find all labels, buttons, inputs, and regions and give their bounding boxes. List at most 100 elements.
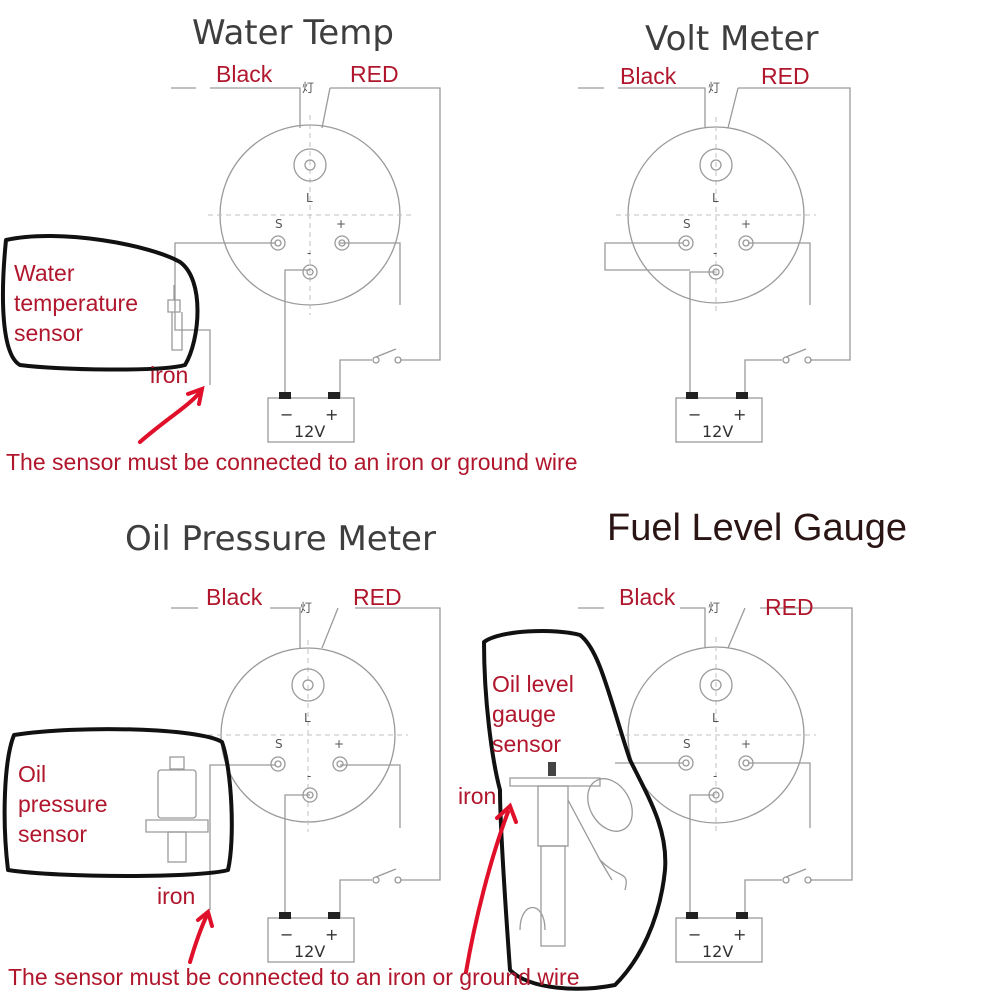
terminal-minus	[302, 264, 318, 280]
terminal-plus	[334, 235, 350, 251]
terminal-minus-label: -	[713, 769, 717, 783]
terminal-s-label: S	[275, 217, 283, 231]
switch-contact	[782, 876, 790, 884]
arrow-icon	[188, 913, 209, 964]
battery-plus: +	[325, 925, 338, 944]
terminal-minus	[708, 787, 724, 803]
terminal-minus-label: -	[307, 769, 311, 783]
iron-label: iron	[150, 362, 188, 388]
sensor-outline	[482, 628, 668, 991]
terminal-l-label: L	[712, 711, 719, 725]
switch-contact	[804, 356, 812, 364]
terminal-plus	[332, 756, 348, 772]
panel-volt-meter: S + - L 灯 − + 12V Black RED	[578, 63, 851, 443]
battery	[675, 917, 763, 963]
red-wire-label: RED	[353, 584, 402, 610]
battery	[267, 917, 355, 963]
title-fuel-level: Fuel Level Gauge	[607, 507, 907, 549]
battery-plus: +	[733, 925, 746, 944]
red-wire-label: RED	[350, 61, 399, 87]
oil-pressure-sensor-icon	[145, 756, 209, 863]
lamp-label: 灯	[300, 601, 312, 615]
water-sensor-label: temperature	[14, 290, 138, 316]
fuel-sensor-label: gauge	[492, 701, 556, 727]
terminal-minus	[302, 787, 318, 803]
fuel-sensor-label: sensor	[492, 731, 561, 757]
switch-contact	[394, 876, 402, 884]
red-wire-label: RED	[761, 63, 810, 89]
oil-sensor-label: Oil	[18, 761, 46, 787]
terminal-plus	[738, 235, 754, 251]
lamp-label: 灯	[302, 81, 314, 95]
black-wire-label: Black	[216, 61, 273, 87]
switch-contact	[782, 356, 790, 364]
black-wire-label: Black	[619, 584, 676, 610]
terminal-minus-label: -	[307, 246, 311, 260]
switch-contact	[372, 876, 380, 884]
battery-label: 12V	[294, 422, 325, 441]
fuel-sensor-label: Oil level	[492, 671, 574, 697]
iron-label: iron	[157, 883, 195, 909]
lamp-label: 灯	[708, 81, 720, 95]
terminal-plus-label: +	[741, 217, 751, 231]
sensor-outline	[0, 233, 200, 372]
terminal-s	[270, 235, 286, 251]
arrow-icon	[138, 390, 202, 444]
lamp-socket	[293, 148, 327, 182]
title-water-temp: Water Temp	[192, 13, 394, 53]
oil-sensor-label: pressure	[18, 791, 107, 817]
black-wire-label: Black	[206, 584, 263, 610]
terminal-plus-label: +	[336, 217, 346, 231]
arrow-head-icon	[186, 385, 205, 406]
switch-contact	[372, 356, 380, 364]
iron-label: iron	[458, 783, 496, 809]
arrow-icon	[464, 810, 510, 974]
title-volt-meter: Volt Meter	[645, 19, 819, 59]
ground-note: The sensor must be connected to an iron …	[8, 964, 580, 990]
fuel-level-sender-icon	[509, 762, 633, 947]
switch-contact	[394, 356, 402, 364]
battery-minus: −	[280, 925, 293, 944]
terminal-s	[270, 756, 286, 772]
water-sensor-icon	[167, 285, 183, 351]
switch-contact	[804, 876, 812, 884]
lamp-label: 灯	[708, 601, 720, 615]
lamp-socket	[291, 668, 325, 702]
panel-fuel-level: S + - L 灯 − + 12V Oil level gauge sensor…	[458, 584, 853, 991]
battery	[267, 397, 355, 443]
red-wire-label: RED	[765, 594, 814, 620]
arrow-head-icon	[196, 908, 214, 928]
title-oil-pressure: Oil Pressure Meter	[125, 519, 436, 559]
battery-label: 12V	[702, 942, 733, 961]
battery-minus: −	[688, 405, 701, 424]
water-sensor-label: Water	[14, 260, 75, 286]
panel-water-temp: S + - L 灯 − + 12V Water temperature sens…	[0, 61, 441, 444]
terminal-l-label: L	[306, 191, 313, 205]
terminal-s	[678, 235, 694, 251]
water-sensor-label: sensor	[14, 320, 83, 346]
lamp-socket	[699, 668, 733, 702]
terminal-s	[678, 755, 694, 771]
battery	[675, 397, 763, 443]
battery-plus: +	[733, 405, 746, 424]
battery-minus: −	[280, 405, 293, 424]
terminal-s-label: S	[683, 737, 691, 751]
terminal-l-label: L	[712, 191, 719, 205]
battery-plus: +	[325, 405, 338, 424]
terminal-plus-label: +	[741, 737, 751, 751]
terminal-s-label: S	[683, 217, 691, 231]
lamp-socket	[699, 148, 733, 182]
terminal-minus	[708, 264, 724, 280]
terminal-minus-label: -	[713, 246, 717, 260]
terminal-s-label: S	[275, 737, 283, 751]
battery-label: 12V	[294, 942, 325, 961]
battery-label: 12V	[702, 422, 733, 441]
black-wire-label: Black	[620, 63, 677, 89]
arrow-head-icon	[495, 802, 518, 824]
ground-note: The sensor must be connected to an iron …	[6, 449, 578, 475]
battery-minus: −	[688, 925, 701, 944]
oil-sensor-label: sensor	[18, 821, 87, 847]
sensor-outline	[2, 727, 234, 878]
terminal-plus-label: +	[334, 737, 344, 751]
